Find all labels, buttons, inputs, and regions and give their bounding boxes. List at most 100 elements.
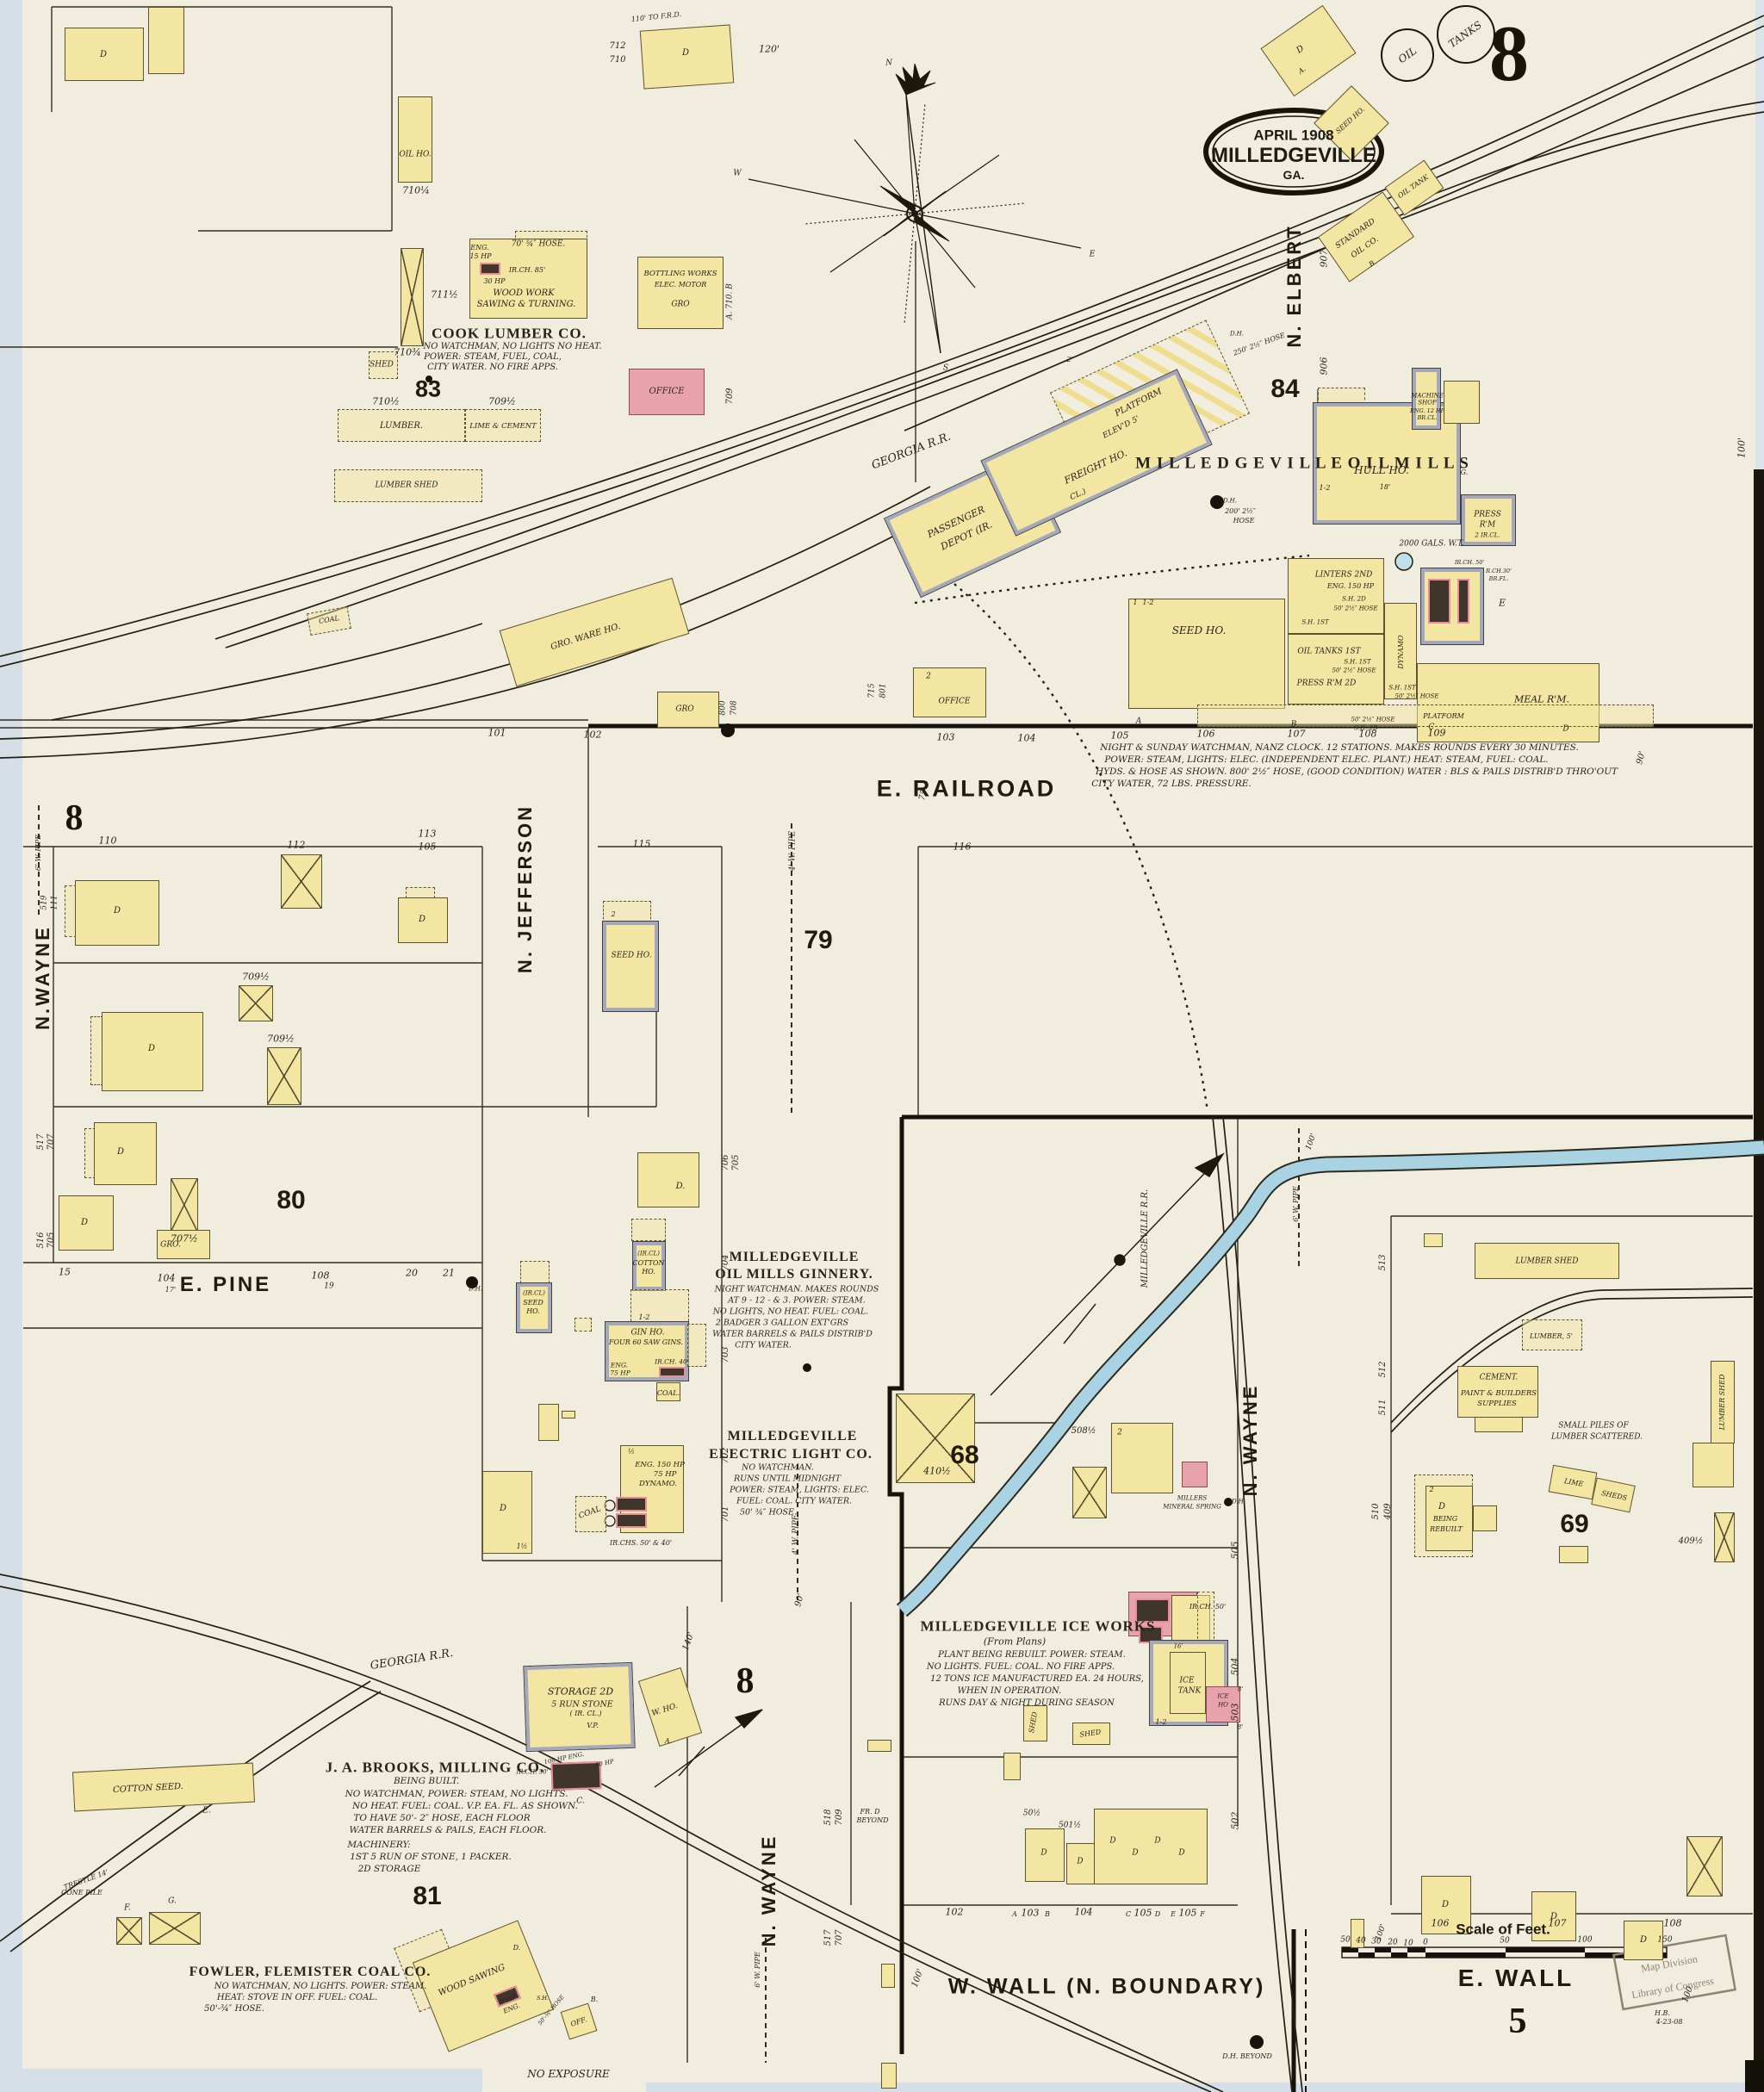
map-label: 20 xyxy=(1388,1938,1398,1947)
scale-title: Scale of Feet. xyxy=(1456,1921,1550,1938)
lot-number: 108 xyxy=(1663,1917,1682,1929)
building xyxy=(1384,603,1417,699)
map-label: 1-2 xyxy=(638,1313,650,1321)
map-label: BR.CL. xyxy=(1417,413,1438,421)
street-label: W. WALL (N. BOUNDARY) xyxy=(947,1974,1266,1999)
map-label: HO xyxy=(1218,1701,1228,1709)
address-number: 410½ xyxy=(923,1465,951,1477)
map-label: HO. xyxy=(526,1307,540,1315)
map-label: PAINT & BUILDERS xyxy=(1460,1388,1537,1398)
map-label: 50' 2½″ HOSE xyxy=(1351,716,1395,723)
address-number: 705 xyxy=(731,1154,741,1171)
address-number: 501½ xyxy=(1059,1821,1081,1830)
address-number: 518 xyxy=(823,1809,833,1826)
map-label: 1 xyxy=(1133,599,1138,606)
map-label: D xyxy=(1040,1848,1047,1858)
lot-number: 109 xyxy=(1427,727,1446,739)
building xyxy=(517,1283,551,1332)
block-number: 84 xyxy=(1270,375,1300,403)
address-number: 712 xyxy=(609,41,626,51)
map-label: 70' ¾″ HOSE. xyxy=(511,239,566,249)
map-label: DYNAMO. xyxy=(639,1479,677,1488)
building xyxy=(469,239,587,319)
lot-number: 107 xyxy=(1287,728,1306,740)
map-label: OFFICE xyxy=(938,697,971,706)
map-label: 19 xyxy=(324,1282,334,1291)
building xyxy=(1522,1319,1582,1350)
map-label: HULL HO. xyxy=(1354,464,1409,476)
map-label: 6' W. PIPE xyxy=(754,1952,761,1988)
map-label: ½ xyxy=(628,1448,635,1456)
map-label: N xyxy=(885,59,892,68)
map-state: GA. xyxy=(1283,168,1305,182)
map-label: V.P. xyxy=(587,1722,599,1729)
building xyxy=(1413,369,1440,429)
building xyxy=(687,1324,706,1367)
address-number: 710¾ xyxy=(394,346,421,358)
map-label: S.H. 1ST xyxy=(1301,618,1329,626)
address-number: 50½ xyxy=(1022,1809,1041,1818)
map-label: FOUR 60 SAW GINS. xyxy=(608,1338,684,1346)
building xyxy=(1417,663,1599,742)
map-label: PRESS xyxy=(1474,510,1501,519)
note-line: PLANT BEING REBUILT. POWER: STEAM. xyxy=(938,1650,1126,1660)
company-name: ELECTRIC LIGHT CO. xyxy=(709,1447,873,1462)
map-label: F. xyxy=(124,1903,131,1913)
map-label: 8' xyxy=(1237,1723,1244,1731)
address-number: 512 xyxy=(1378,1361,1388,1378)
map-label: SEED HO. xyxy=(611,951,652,960)
note-line: WATER BARRELS & PAILS, EACH FLOOR. xyxy=(349,1824,547,1835)
building xyxy=(575,1496,606,1532)
address-number: 513 xyxy=(1378,1254,1388,1271)
address-number: 709 xyxy=(835,1809,844,1826)
building xyxy=(398,96,432,183)
note-line: NO WATCHMAN, NO LIGHTS NO HEAT. xyxy=(423,342,602,351)
lot-number: 105 xyxy=(1110,729,1129,742)
map-label: C xyxy=(1125,1910,1132,1918)
address-number: A. 710. B xyxy=(725,283,735,320)
building xyxy=(1066,1843,1096,1884)
map-label: ENG. 12 HP xyxy=(1410,407,1444,414)
building xyxy=(656,1382,680,1401)
map-label: OIL HO. xyxy=(399,150,432,159)
block-number: 79 xyxy=(804,926,833,954)
map-label: G. xyxy=(168,1896,177,1906)
map-label: A xyxy=(1135,717,1142,726)
company-name: MILLEDGEVILLE ICE WORKS xyxy=(920,1617,1156,1635)
lot-number: 21 xyxy=(443,1267,455,1279)
street-label: E. RAILROAD xyxy=(876,775,1057,802)
map-label: D xyxy=(113,906,121,916)
building xyxy=(1444,381,1480,424)
map-label: BOTTLING WORKS xyxy=(643,269,717,278)
street-label: N. JEFFERSON xyxy=(514,804,536,974)
note-line: AT 9 - 12 - & 3. POWER: STEAM. xyxy=(728,1295,866,1306)
map-label: H.B. xyxy=(1655,2009,1670,2017)
map-label: SAWING & TURNING. xyxy=(476,300,576,309)
map-label: NO EXPOSURE xyxy=(527,2068,610,2080)
map-label: D xyxy=(499,1504,507,1513)
map-label: 120' xyxy=(758,43,780,55)
building xyxy=(1288,634,1384,705)
map-label: 0 xyxy=(1423,1938,1428,1947)
note-line: NIGHT WATCHMAN. MAKES ROUNDS xyxy=(714,1284,879,1294)
map-label: S.H. 2D xyxy=(1354,724,1378,732)
map-label: STORAGE 2D xyxy=(547,1685,614,1698)
block-number: 80 xyxy=(276,1186,306,1214)
building xyxy=(75,880,159,946)
map-label: REBUILT xyxy=(1430,1525,1463,1533)
map-label: D xyxy=(1154,1910,1161,1918)
company-name: MILLEDGEVILLE xyxy=(727,1429,858,1443)
address-number: 709½ xyxy=(488,395,516,407)
lot-number: 113 xyxy=(418,828,437,840)
map-label: 30 xyxy=(1371,1937,1382,1946)
map-label: 1-2 xyxy=(1319,484,1331,492)
scan-edge-dark xyxy=(1754,469,1764,2092)
map-label: LINTERS 2ND xyxy=(1314,570,1373,580)
address-number: 801 xyxy=(879,683,888,698)
note-line: 12 TONS ICE MANUFACTURED EA. 24 HOURS, xyxy=(930,1674,1144,1684)
building xyxy=(1624,1921,1663,1960)
map-label: LUMBER SHED xyxy=(375,481,438,490)
address-number: 715 xyxy=(867,683,877,698)
map-label: 5 RUN STONE xyxy=(551,1699,613,1710)
lot-number: 103 xyxy=(1021,1907,1040,1919)
